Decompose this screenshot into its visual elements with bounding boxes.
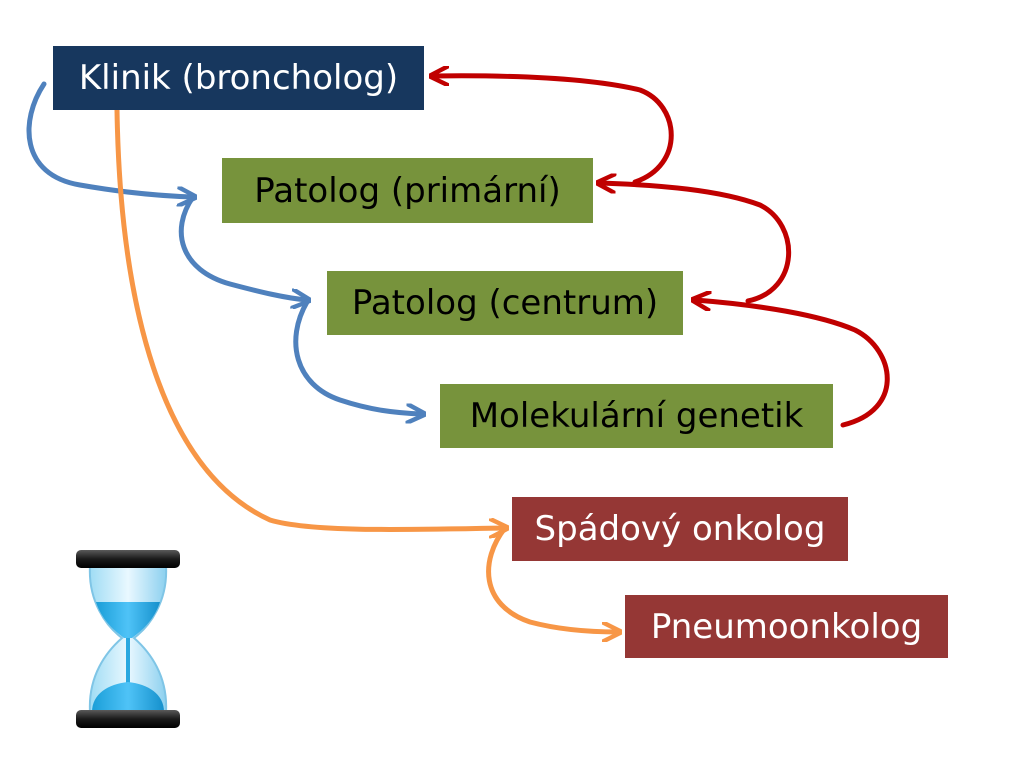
node-pneumoonkolog-label: Pneumoonkolog — [650, 606, 923, 647]
node-patolog-primarni-label: Patolog (primární) — [254, 170, 561, 211]
arrow-klinik-to-patolog-primarni — [26, 81, 193, 197]
node-spadovy-onkolog: Spádový onkolog — [512, 497, 848, 561]
arrow-spadovy-to-pneumoonkolog — [486, 525, 618, 632]
node-molekularni-genetik: Molekulární genetik — [440, 384, 833, 448]
arrow-patolog-centrum-to-primarni — [600, 183, 792, 304]
arrow-molekularni-to-patolog-centrum — [695, 300, 890, 428]
node-patolog-primarni: Patolog (primární) — [222, 158, 593, 223]
node-molekularni-genetik-label: Molekulární genetik — [469, 396, 804, 436]
node-pneumoonkolog: Pneumoonkolog — [625, 595, 948, 658]
arrow-patolog-primarni-to-centrum — [178, 194, 307, 300]
node-spadovy-onkolog-label: Spádový onkolog — [534, 509, 826, 549]
node-patolog-centrum-label: Patolog (centrum) — [351, 283, 659, 323]
node-klinik-bronchologist: Klinik (broncholog) — [53, 46, 424, 110]
arrow-patolog-centrum-to-molekularni — [293, 299, 422, 414]
arrow-klinik-to-spadovy-onkolog — [114, 107, 505, 530]
arrow-patolog-primarni-to-klinik — [433, 76, 674, 185]
hourglass-icon — [76, 550, 180, 728]
node-klinik-label: Klinik (broncholog) — [78, 58, 399, 98]
node-patolog-centrum: Patolog (centrum) — [327, 271, 683, 335]
